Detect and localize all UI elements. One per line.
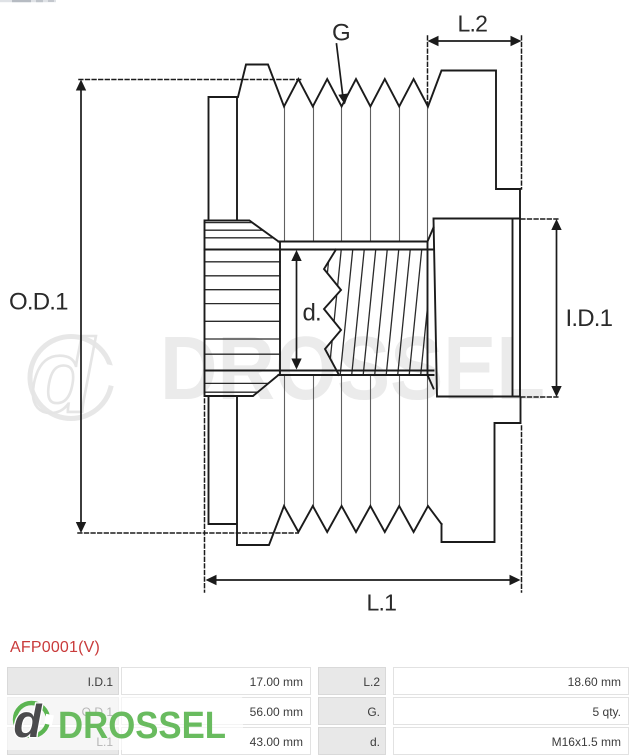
svg-text:DROSSEL: DROSSEL bbox=[58, 705, 226, 747]
svg-text:L.2: L.2 bbox=[458, 11, 488, 37]
svg-text:I.D.1: I.D.1 bbox=[566, 305, 613, 332]
svg-text:G: G bbox=[332, 20, 350, 47]
svg-text:O.D.1: O.D.1 bbox=[9, 289, 68, 316]
svg-text:d: d bbox=[30, 318, 96, 435]
svg-text:d: d bbox=[14, 695, 43, 747]
svg-text:L.1: L.1 bbox=[367, 590, 397, 616]
svg-text:d.: d. bbox=[303, 300, 321, 327]
